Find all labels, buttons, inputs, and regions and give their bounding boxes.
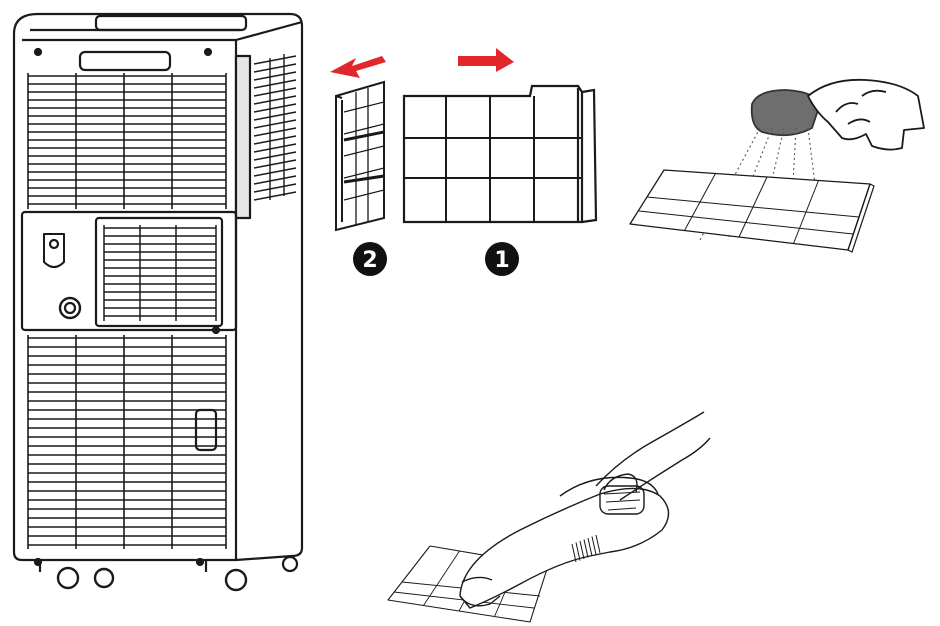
step-badge-1: 1 xyxy=(485,242,519,276)
step-1-arrow xyxy=(458,48,514,72)
carbon-filter-icon xyxy=(335,80,385,232)
portable-air-conditioner-icon xyxy=(12,12,304,592)
arrow-left-icon xyxy=(330,56,386,78)
step-2-arrow xyxy=(330,56,386,78)
arrow-right-icon xyxy=(458,48,514,72)
step-number-2: 2 xyxy=(362,248,377,273)
sponge-icon xyxy=(750,89,821,137)
air-filter-icon xyxy=(402,84,598,224)
handheld-vacuum-icon xyxy=(387,411,711,623)
hand-with-sponge-icon xyxy=(629,78,925,253)
step-number-1: 1 xyxy=(494,248,509,273)
step-badge-2: 2 xyxy=(353,242,387,276)
